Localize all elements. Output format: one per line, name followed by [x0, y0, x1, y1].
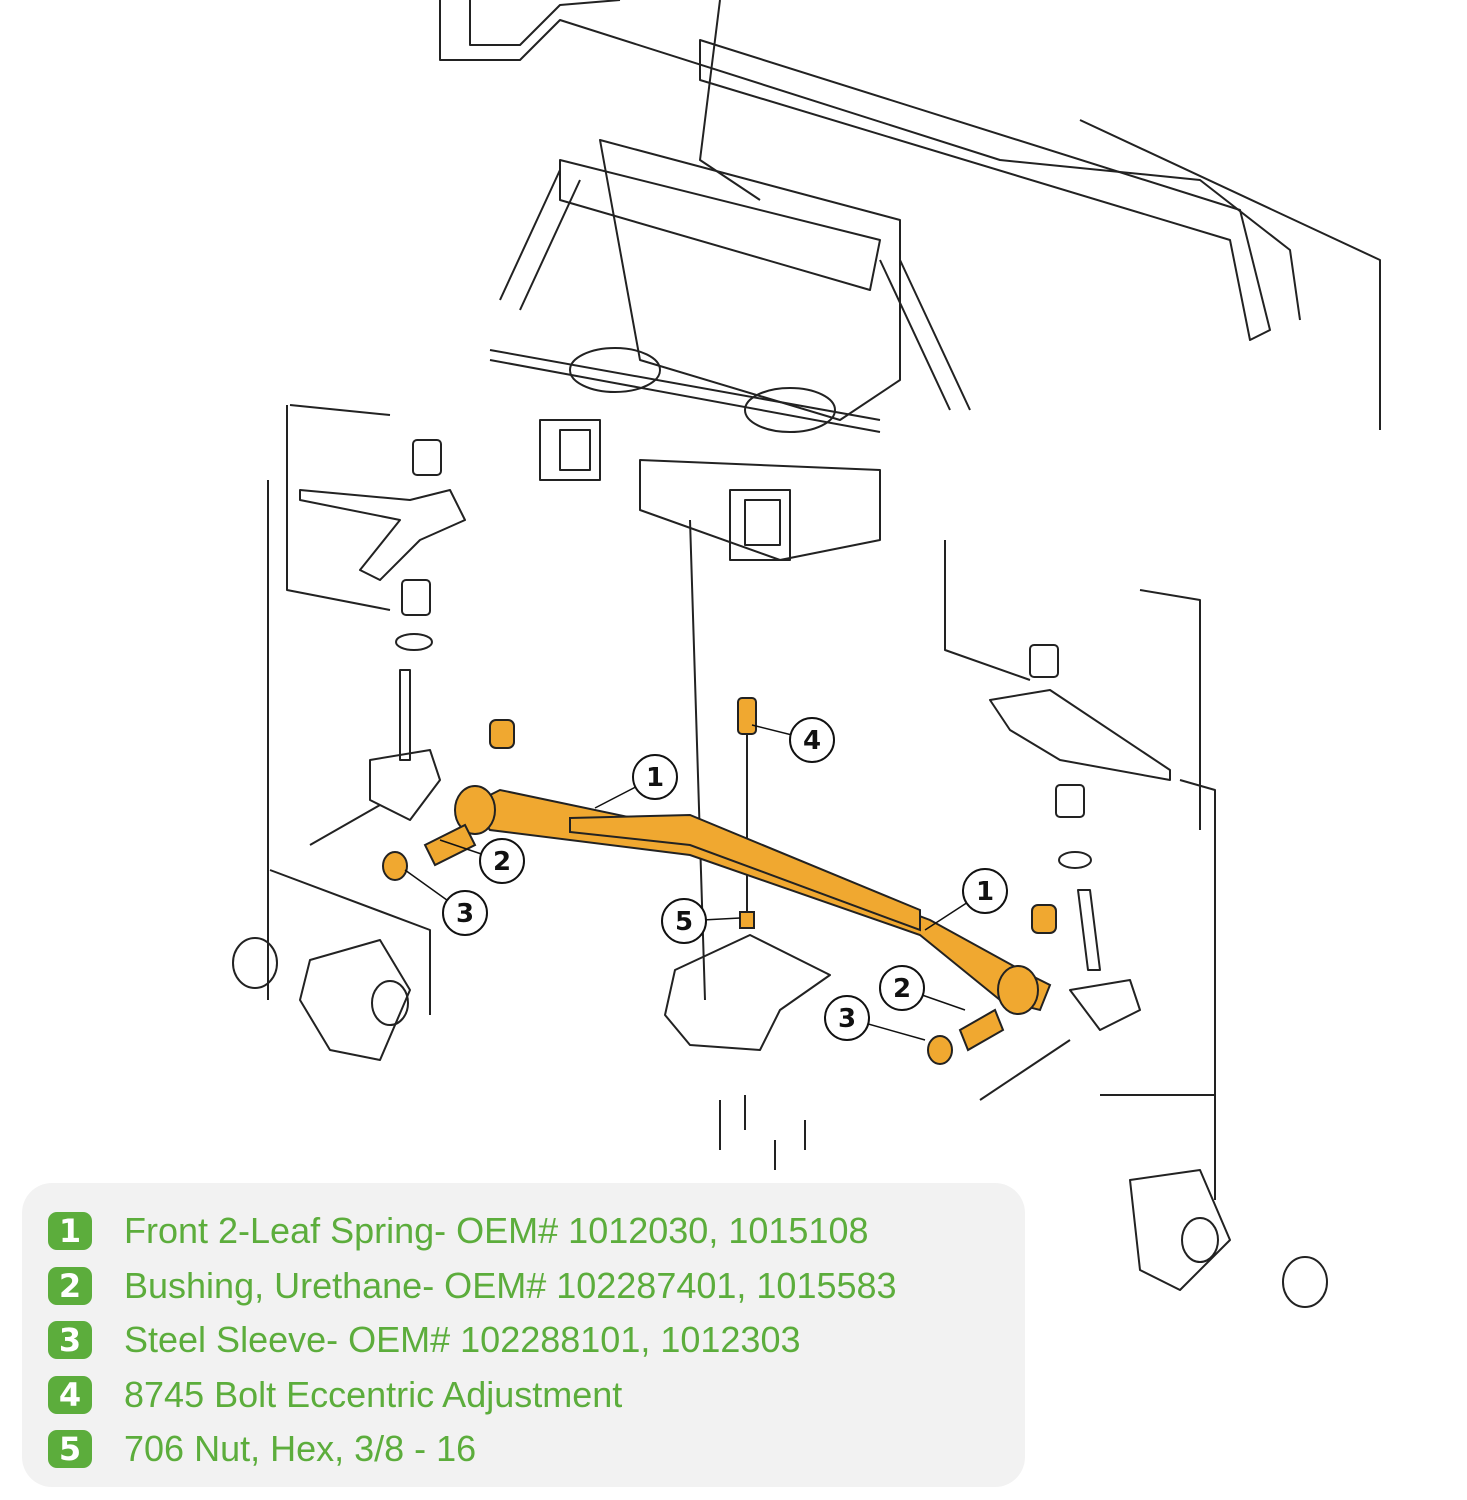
callout-number: 2	[493, 847, 511, 877]
legend-item: 2 Bushing, Urethane- OEM# 102287401, 101…	[48, 1261, 897, 1311]
legend-number-badge: 1	[48, 1212, 92, 1250]
callout-circle	[962, 868, 1008, 914]
legend-item-text: 706 Nut, Hex, 3/8 - 16	[124, 1428, 477, 1469]
legend-item-text: 8745 Bolt Eccentric Adjustment	[124, 1374, 623, 1415]
legend-item-text: Bushing, Urethane- OEM# 102287401, 10155…	[124, 1265, 897, 1306]
callout-4: 4	[751, 717, 835, 763]
callout-circle	[442, 890, 488, 936]
callout-circle	[824, 995, 870, 1041]
callout-2: 2	[439, 838, 525, 884]
callout-number: 1	[646, 763, 664, 793]
callout-1: 1	[924, 868, 1008, 931]
legend-number-badge: 3	[48, 1321, 92, 1359]
legend-number-badge: 5	[48, 1430, 92, 1468]
callout-number: 3	[456, 899, 474, 929]
callout-number: 2	[893, 974, 911, 1004]
callout-circle	[789, 717, 835, 763]
callout-number: 5	[675, 907, 693, 937]
legend-item-text: Front 2-Leaf Spring- OEM# 1012030, 10151…	[124, 1210, 869, 1251]
frame-linework	[232, 0, 1381, 1308]
legend-item-text: Steel Sleeve- OEM# 102288101, 1012303	[124, 1319, 801, 1360]
callout-circle	[632, 754, 678, 800]
callout-circle	[879, 965, 925, 1011]
callout-circle	[661, 898, 707, 944]
callout-2: 2	[879, 965, 966, 1011]
callout-number: 3	[838, 1004, 856, 1034]
parts-legend	[22, 1183, 1025, 1487]
legend-item: 5 706 Nut, Hex, 3/8 - 16	[48, 1424, 476, 1474]
callout-3: 3	[824, 995, 926, 1041]
legend-item: 1 Front 2-Leaf Spring- OEM# 1012030, 101…	[48, 1206, 869, 1256]
leaf-spring-highlight	[382, 697, 1057, 1065]
callout-5: 5	[661, 898, 741, 944]
legend-number-badge: 4	[48, 1376, 92, 1414]
callout-1: 1	[594, 754, 678, 809]
callout-circle	[479, 838, 525, 884]
callout-number: 4	[803, 726, 821, 756]
legend-item: 3 Steel Sleeve- OEM# 102288101, 1012303	[48, 1315, 801, 1365]
callout-number: 1	[976, 877, 994, 907]
callout-3: 3	[404, 869, 488, 936]
legend-item: 4 8745 Bolt Eccentric Adjustment	[48, 1370, 622, 1420]
legend-number-badge: 2	[48, 1267, 92, 1305]
